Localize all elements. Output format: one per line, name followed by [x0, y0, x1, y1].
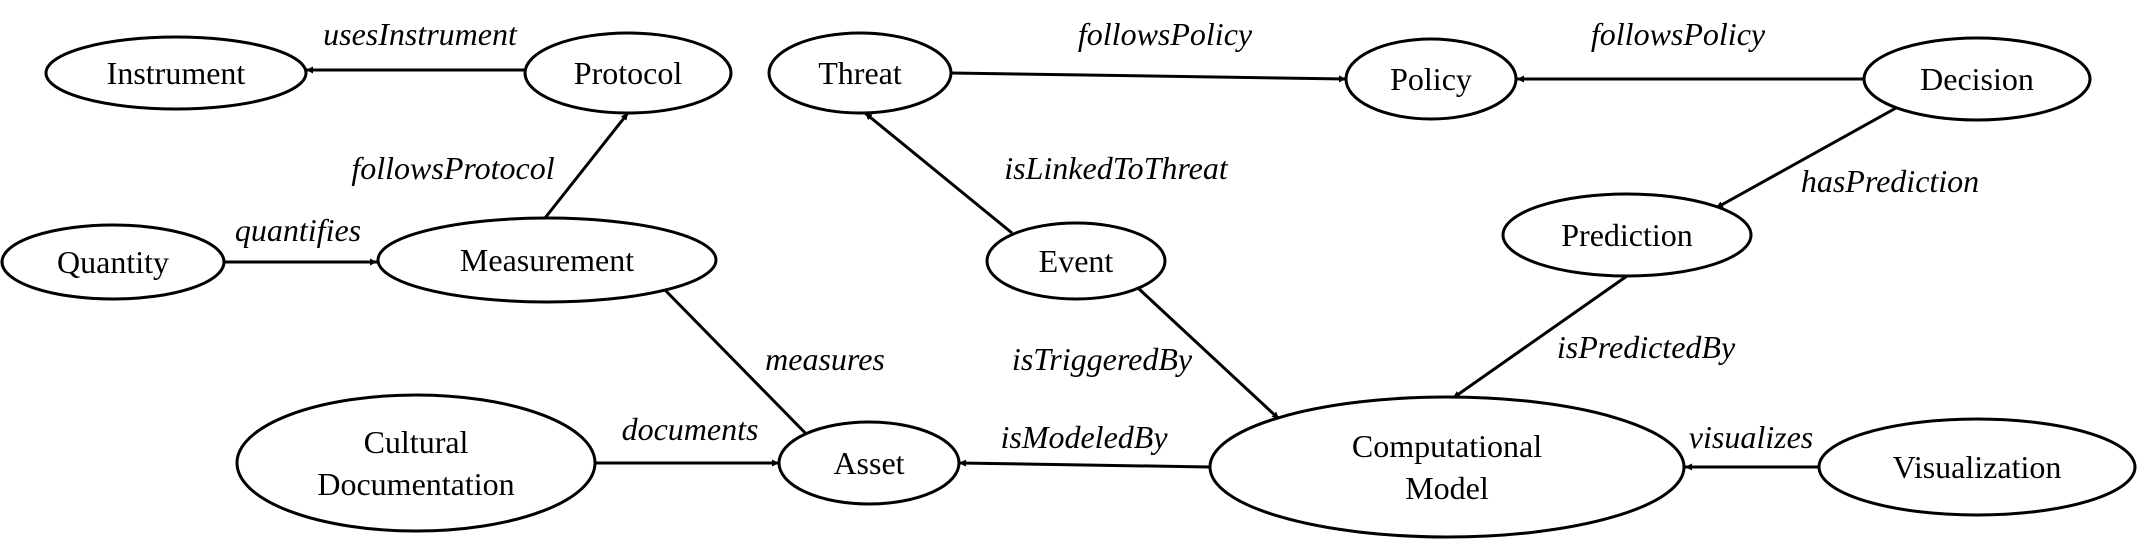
label-documents: documents: [622, 411, 759, 447]
svg-text:Protocol: Protocol: [574, 55, 683, 91]
svg-text:Computational: Computational: [1352, 428, 1542, 464]
node-policy: Policy: [1344, 37, 1518, 121]
node-quantity: Quantity: [0, 223, 226, 301]
label-quantifies: quantifies: [235, 212, 361, 248]
label-follows-policy-decision: followsPolicy: [1591, 16, 1766, 52]
node-visualization: Visualization: [1817, 417, 2137, 517]
label-has-prediction: hasPrediction: [1801, 163, 1979, 199]
label-is-modeled-by: isModeledBy: [1000, 419, 1168, 455]
node-event: Event: [985, 221, 1167, 301]
node-protocol: Protocol: [523, 31, 733, 115]
edge-has-prediction: [1715, 106, 1897, 210]
svg-text:Asset: Asset: [833, 445, 904, 481]
node-computational-model: Computational Model: [1208, 395, 1686, 539]
node-cultural-documentation: Cultural Documentation: [235, 393, 597, 533]
node-measurement: Measurement: [376, 216, 718, 304]
label-uses-instrument: usesInstrument: [323, 16, 518, 52]
label-visualizes: visualizes: [1689, 419, 1813, 455]
label-is-linked-to-threat: isLinkedToThreat: [1004, 150, 1229, 186]
svg-text:Event: Event: [1039, 243, 1114, 279]
label-measures: measures: [765, 341, 885, 377]
svg-text:Model: Model: [1405, 470, 1489, 506]
edge-follows-protocol: [543, 112, 630, 219]
svg-text:Prediction: Prediction: [1561, 217, 1693, 253]
svg-text:Threat: Threat: [818, 55, 902, 91]
label-follows-protocol: followsProtocol: [351, 150, 554, 186]
edge-measures: [663, 288, 820, 448]
svg-text:Instrument: Instrument: [107, 55, 246, 91]
node-decision: Decision: [1862, 36, 2092, 122]
svg-text:Visualization: Visualization: [1893, 449, 2062, 485]
node-instrument: Instrument: [44, 35, 308, 111]
node-asset: Asset: [777, 420, 961, 506]
edge-is-predicted-by: [1452, 274, 1628, 400]
svg-text:Measurement: Measurement: [460, 242, 634, 278]
label-is-predicted-by: isPredictedBy: [1557, 329, 1736, 365]
node-threat: Threat: [767, 31, 953, 115]
edge-is-modeled-by: [958, 459, 1211, 469]
svg-text:Quantity: Quantity: [57, 244, 169, 280]
svg-text:Policy: Policy: [1390, 61, 1472, 97]
edge-follows-policy-threat: [950, 71, 1347, 83]
svg-text:Cultural: Cultural: [364, 424, 469, 460]
edge-is-triggered-by: [1136, 286, 1281, 421]
edge-is-linked-to-threat: [864, 111, 1013, 235]
label-is-triggered-by: isTriggeredBy: [1012, 341, 1193, 377]
svg-text:Decision: Decision: [1920, 61, 2034, 97]
node-prediction: Prediction: [1501, 192, 1753, 278]
svg-text:Documentation: Documentation: [317, 466, 514, 502]
label-follows-policy-threat: followsPolicy: [1078, 16, 1253, 52]
